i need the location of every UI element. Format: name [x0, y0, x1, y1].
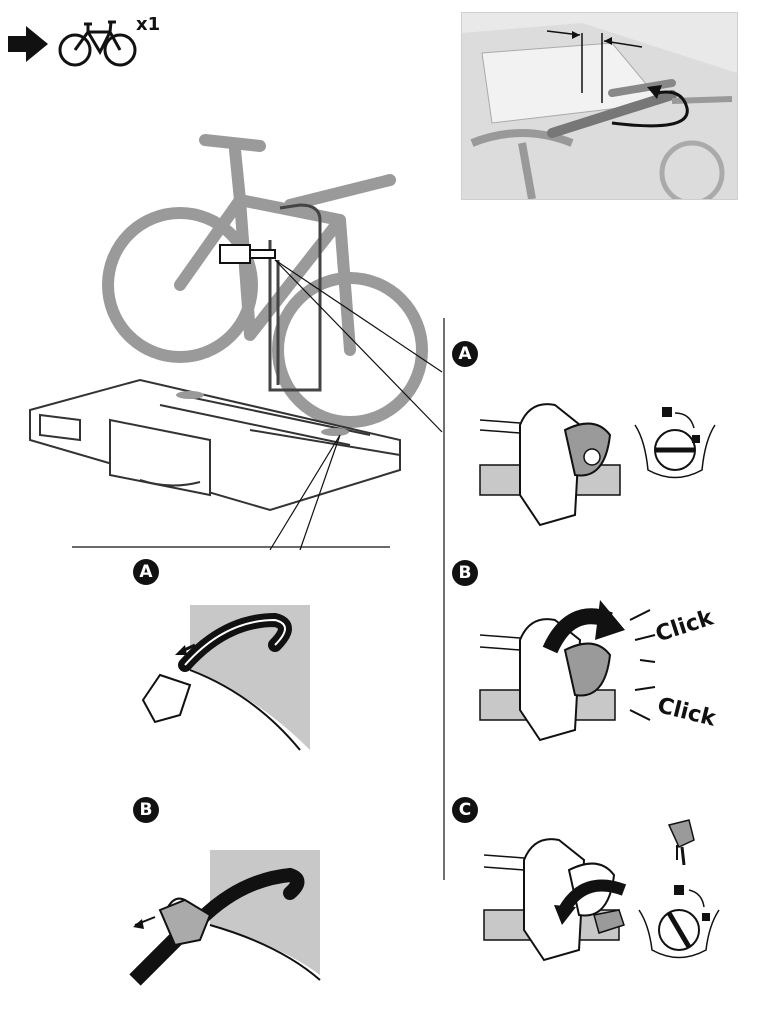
step-badge-right-a: A [452, 341, 478, 367]
frame-holder-click-illustration [479, 600, 656, 742]
click-label-bottom: Click [654, 693, 719, 732]
bike-carrier-with-bicycle-illustration [29, 134, 443, 551]
frame-holder-key-lock-illustration [483, 819, 720, 962]
frame-holder-lock-open-illustration [479, 403, 716, 527]
bike-count-label: x1 [136, 14, 161, 35]
step-badge-right-b: B [452, 560, 478, 586]
strap-tighten-illustration [141, 605, 310, 751]
right-arrow-icon [8, 26, 48, 62]
step-badge-left-a: A [133, 559, 159, 585]
step-badge-left-b: B [133, 797, 159, 823]
divider-line [72, 546, 390, 548]
step-badge-right-c: C [452, 797, 478, 823]
bicycle-icon [58, 20, 137, 67]
strap-release-illustration [129, 850, 321, 986]
click-label-top: Click [652, 605, 717, 648]
car-mount-photo [461, 12, 738, 200]
vertical-divider [443, 318, 445, 880]
